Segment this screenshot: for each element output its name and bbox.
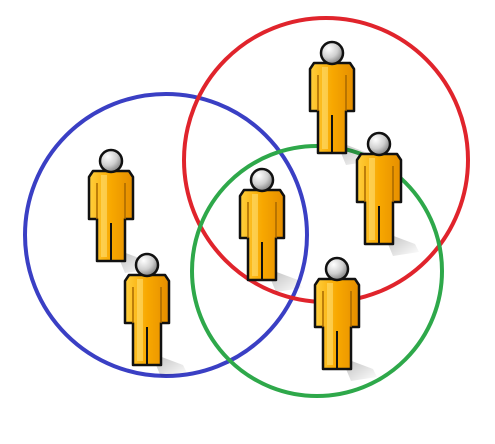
person-red-right-icon [355,131,421,258]
people [87,40,421,383]
person-red-top-icon [308,40,374,167]
person-blue-lower-icon [123,252,189,379]
person-center-icon [238,167,304,294]
green-group-circle [190,144,444,398]
person-green-lower-icon [313,256,379,383]
